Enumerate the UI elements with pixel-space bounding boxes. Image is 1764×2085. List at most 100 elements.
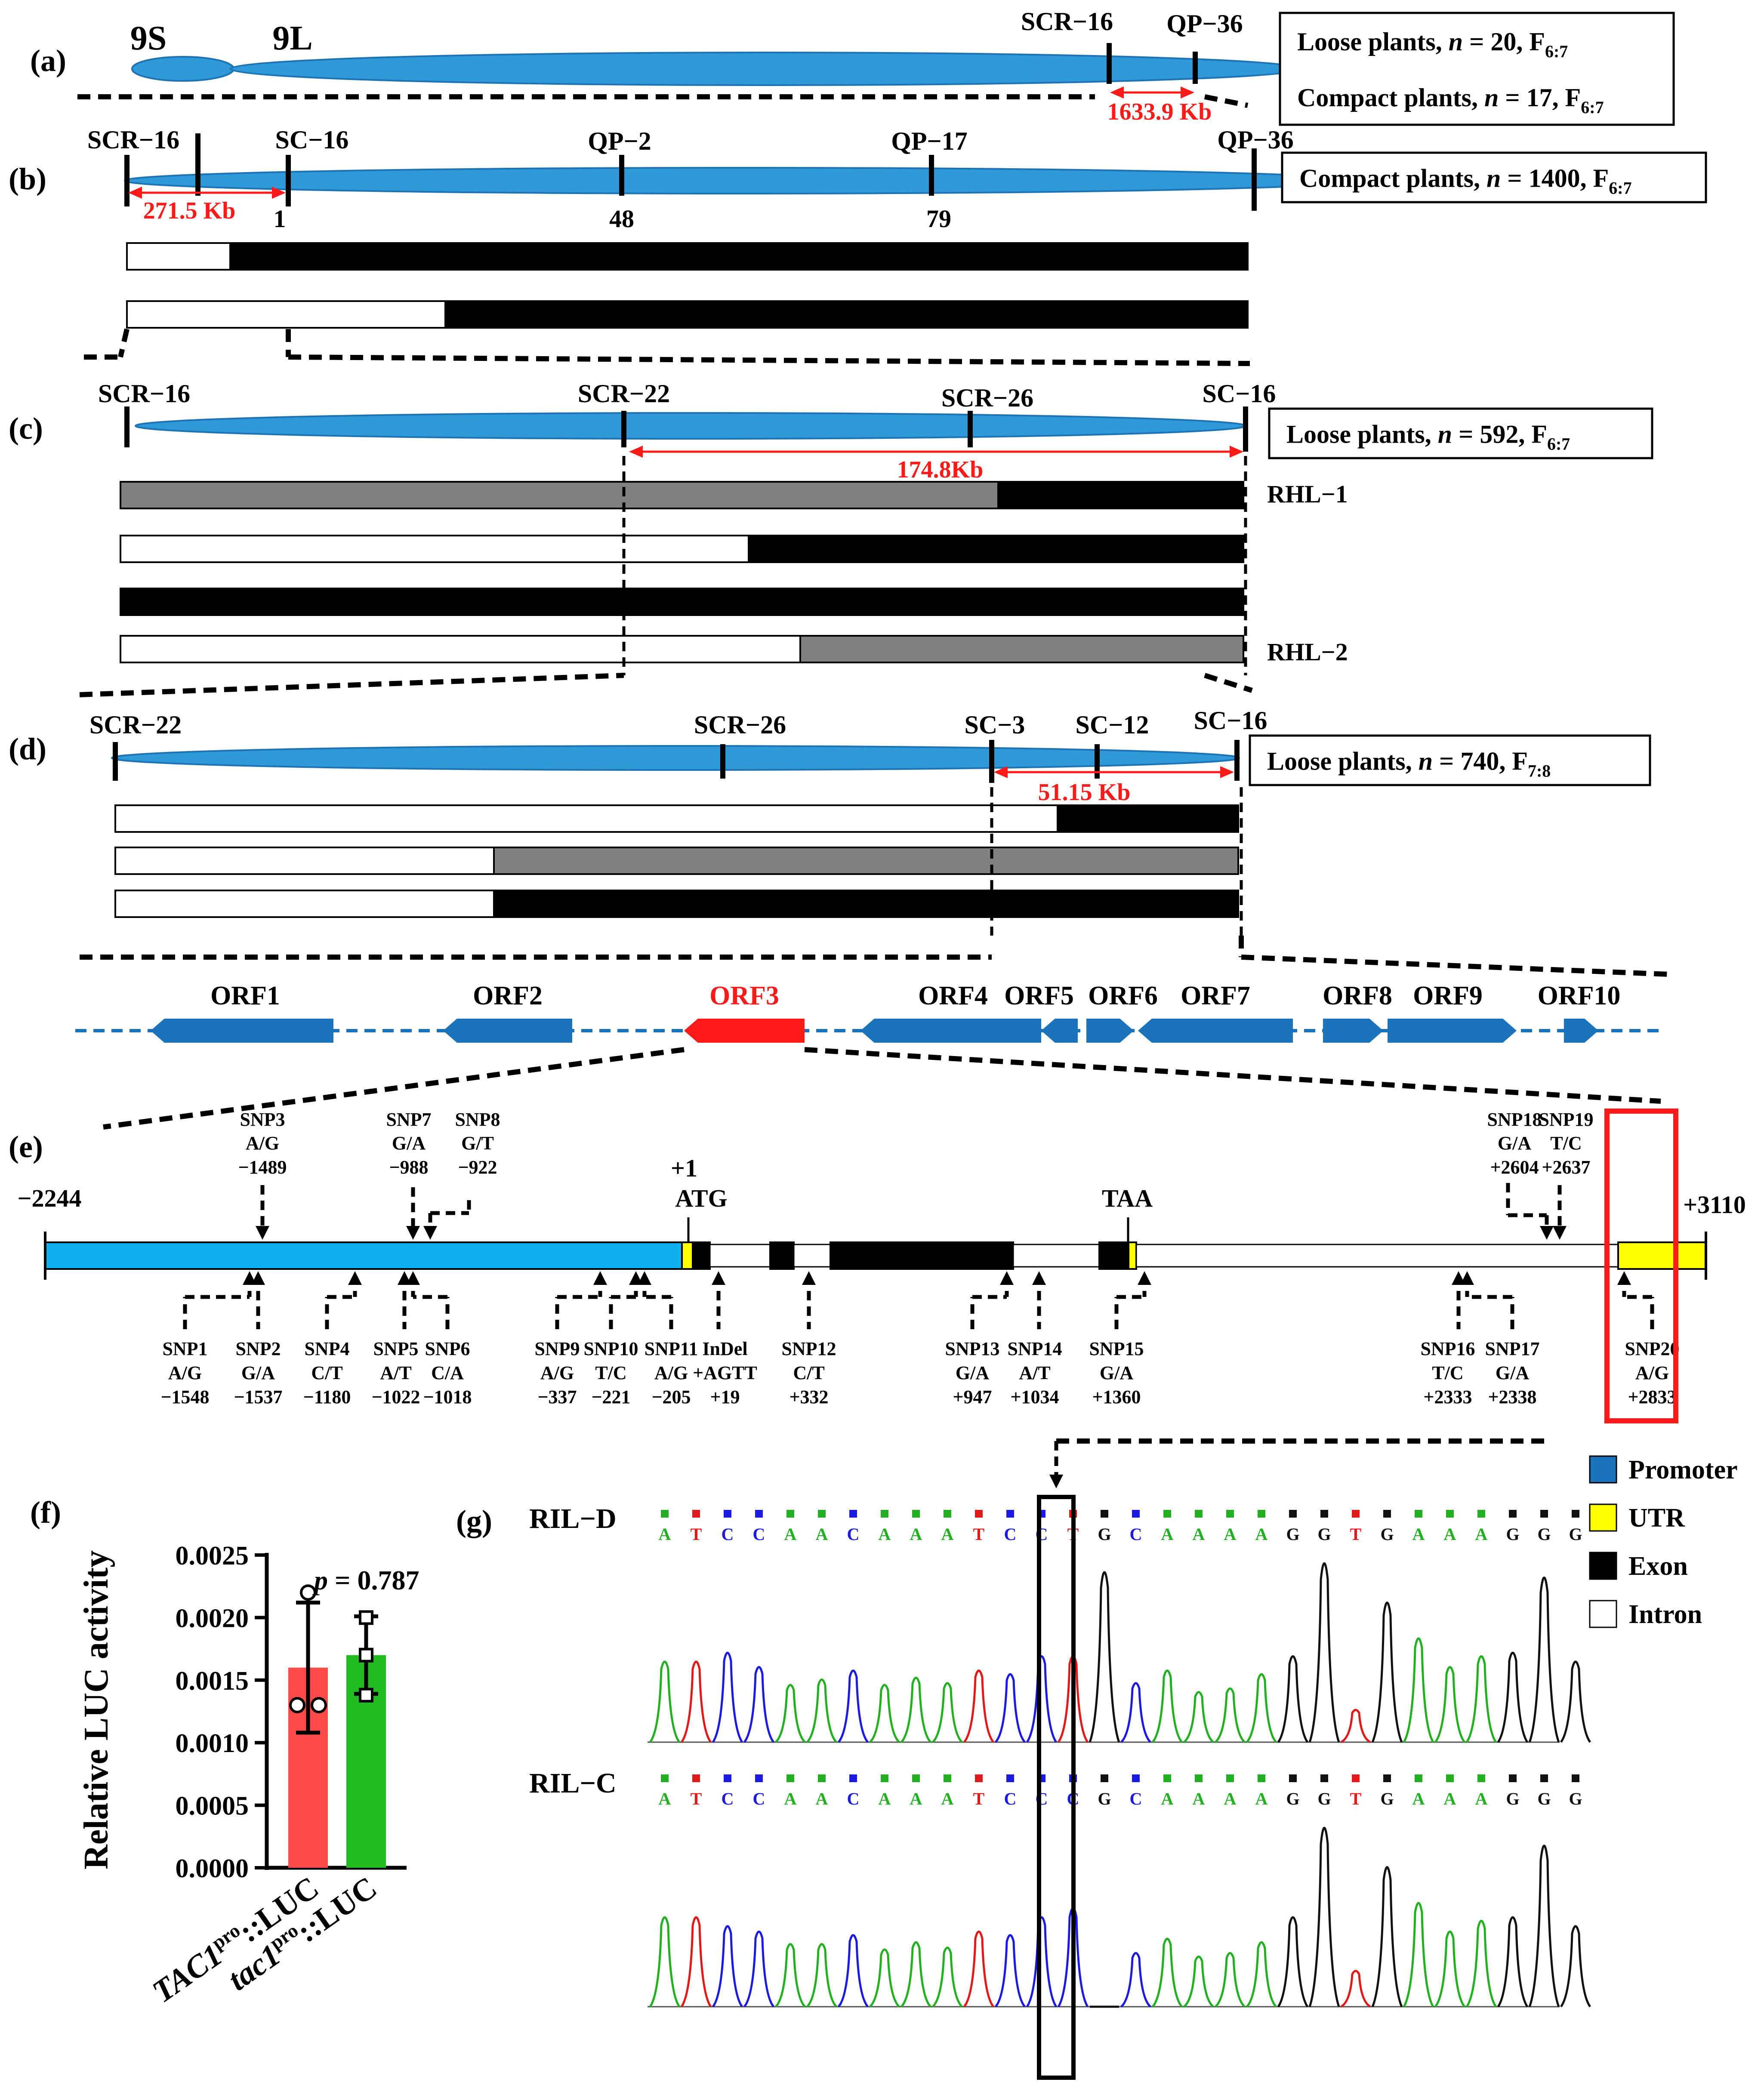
trace-peak [1246,1941,1277,2008]
trace-peak [743,1930,775,2008]
base-marker [818,1510,826,1518]
trace-peak [712,1925,743,2008]
base-marker [1540,1510,1548,1518]
snp-below-name: SNP6 [425,1338,470,1359]
base-call: G [1569,1524,1582,1544]
base-marker [849,1510,857,1518]
snp-above-name: SNP8 [455,1109,500,1130]
orf-10-shape [1564,1019,1598,1043]
base-marker [1446,1774,1454,1782]
base-marker [1163,1774,1171,1782]
trace-peak [1277,1916,1309,2008]
base-marker [755,1774,763,1782]
base-call: A [910,1524,922,1544]
snp-below-name: SNP20 [1625,1338,1679,1359]
genotype-c4-gray [799,635,1244,663]
orf-4-shape [860,1019,1041,1043]
base-marker [1101,1774,1108,1782]
genotype-d3-white [114,890,495,918]
base-call: A [1193,1524,1205,1544]
base-marker [1101,1510,1108,1518]
base-marker [849,1774,857,1782]
interval-arrow-c [629,446,1243,458]
snp-below-pos: +332 [789,1386,828,1407]
snp-below-pos: +1360 [1092,1386,1141,1407]
stop-codon-label: TAA [1102,1184,1153,1212]
gene-5utr [681,1241,694,1270]
snp-below-name: InDel [702,1338,747,1359]
snp-above-allele: G/A [1498,1133,1531,1154]
base-call: A [659,1524,671,1544]
zoom-line-b-bottom [288,354,1250,366]
base-call: A [1224,1789,1237,1808]
trace-peak [963,1669,994,1743]
orf-6-label: ORF6 [1088,981,1158,1010]
snp-arrow-below-head [802,1271,816,1285]
trace-peak [1308,1827,1340,2007]
snp-below-name: SNP12 [781,1338,836,1359]
trace-peak [1120,1952,1151,2008]
trace-peak [1089,1571,1120,1743]
base-marker [1352,1510,1360,1518]
trace-peak [743,1666,775,1743]
coord-start: −2244 [17,1184,81,1212]
info-box-c-line: Loose plants, n = 592, F6:7 [1286,420,1570,454]
snp-arrow-snp3-head [256,1226,269,1240]
base-call: G [1286,1524,1299,1544]
trace-peak [649,1916,681,2008]
genotype-b1-white [126,242,231,271]
snp-arrow-snp18-head [1540,1226,1554,1240]
recombinant-count-b-2: 48 [609,205,634,233]
interval-arrow-d [994,766,1234,778]
trace-peak [1528,1576,1560,1743]
chromosome-9L [229,52,1302,86]
recombinant-count-b-1: 1 [274,205,286,233]
trace-peak [901,1941,931,2008]
gene-exon-4 [1098,1241,1129,1270]
zoom-arrow-e-to-g [1049,1441,1063,1488]
base-call: G [1506,1524,1519,1544]
snp-arrow-below [1138,1271,1151,1297]
genotype-d1-black [1057,804,1239,833]
snp-above-pos: +2637 [1542,1157,1590,1178]
chromosome-9S [131,56,234,82]
marker-label-c-scr16: SCR−16 [98,379,190,408]
snp-below-name: SNP16 [1420,1338,1475,1359]
base-marker [1572,1510,1579,1518]
base-call: A [1193,1789,1205,1808]
orf-9-shape [1388,1019,1517,1043]
base-call: T [973,1789,985,1808]
info-box-a-frame [1279,12,1675,126]
chromosome-c [135,412,1246,440]
snp-arrow-snp8 [423,1213,437,1240]
chromatogram-name-1: RIL−C [529,1768,617,1799]
start-codon-label: ATG [675,1184,727,1212]
base-call: A [784,1524,797,1544]
info-text: = 20, F [1463,28,1545,56]
trace-peak [1434,1666,1466,1743]
info-n: n [1449,28,1463,56]
trace-peak [649,1660,681,1743]
trace-peak [1340,1970,1371,2008]
panel-e-label: (e) [9,1130,43,1164]
snp-below-pos: −1548 [160,1386,209,1407]
snp-below-name: SNP15 [1089,1338,1144,1359]
zoom-line-c-left [79,673,624,697]
snp-below-pos: +1034 [1010,1386,1059,1407]
snp-below-allele: A/G [540,1362,574,1383]
snp-arrow-below [593,1271,607,1297]
snp-arrow-below [802,1271,816,1329]
legend-swatch-exon [1589,1552,1617,1580]
info-n: n [1438,420,1452,449]
base-marker [1195,1774,1203,1782]
base-marker [724,1510,731,1518]
orf-2-shape [443,1019,572,1043]
genotype-d2-gray [493,847,1239,875]
base-marker [912,1774,920,1782]
snp-above-allele: T/C [1550,1133,1582,1154]
chromosome-long-arm-label: 9L [272,19,312,57]
trace-peak [1497,1651,1529,1743]
base-marker [661,1774,669,1782]
base-marker [912,1510,920,1518]
line-label-rhl2: RHL−2 [1267,638,1348,666]
